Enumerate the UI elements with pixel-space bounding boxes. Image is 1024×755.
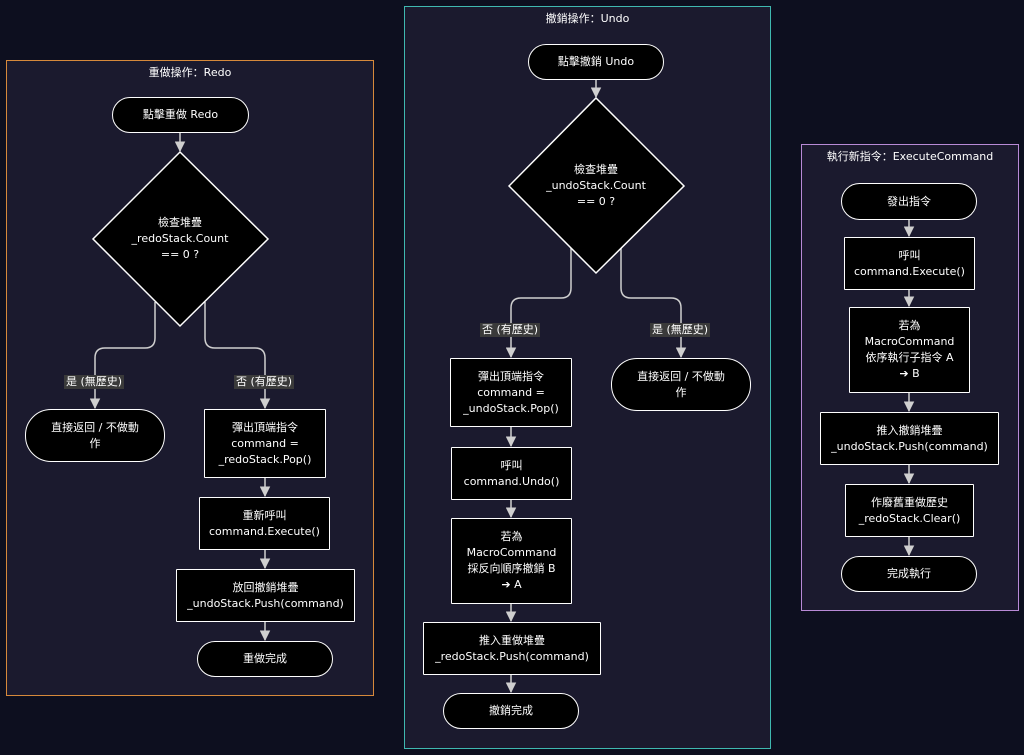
edge-redo-decision-no	[204, 302, 271, 410]
exec-call-node: 呼叫 command.Execute()	[844, 237, 975, 290]
redo-done-node: 重做完成	[197, 641, 333, 677]
redo-yes-label: 是 (無歷史)	[64, 375, 125, 389]
undo-start-node: 點擊撤銷 Undo	[528, 44, 664, 80]
undo-decision-diamond	[507, 96, 686, 275]
undo-call-node: 呼叫 command.Undo()	[451, 447, 572, 500]
exec-start-node: 發出指令	[841, 183, 977, 220]
undo-panel-title: 撤銷操作：Undo	[545, 12, 630, 25]
redo-no-label: 否 (有歷史)	[234, 375, 295, 389]
exec-push-node: 推入撤銷堆疊 _undoStack.Push(command)	[820, 412, 999, 465]
redo-decision-diamond	[91, 150, 270, 328]
exec-clear-node: 作廢舊重做歷史 _redoStack.Clear()	[845, 484, 974, 537]
undo-no-label: 否 (有歷史)	[480, 323, 541, 337]
redo-decision-label: 檢查堆疊 _redoStack.Count == 0 ?	[131, 216, 229, 261]
exec-macro-node: 若為 MacroCommand 依序執行子指令 A ➔ B	[849, 307, 970, 393]
undo-return-node: 直接返回 / 不做動 作	[611, 358, 751, 411]
undo-yes-label: 是 (無歷史)	[650, 323, 711, 337]
exec-panel-title: 執行新指令：ExecuteCommand	[826, 150, 994, 163]
redo-pop-node: 彈出頂端指令 command = _redoStack.Pop()	[204, 409, 326, 478]
undo-push-node: 推入重做堆疊 _redoStack.Push(command)	[423, 622, 601, 675]
undo-done-node: 撤銷完成	[443, 693, 579, 729]
redo-start-node: 點擊重做 Redo	[112, 97, 249, 133]
undo-pop-node: 彈出頂端指令 command = _undoStack.Pop()	[450, 358, 572, 427]
undo-macro-node: 若為 MacroCommand 採反向順序撤銷 B ➔ A	[451, 518, 572, 604]
edge-redo-decision-yes	[89, 302, 156, 410]
redo-execute-node: 重新呼叫 command.Execute()	[199, 497, 330, 550]
redo-push-node: 放回撤銷堆疊 _undoStack.Push(command)	[176, 569, 355, 622]
redo-return-node: 直接返回 / 不做動 作	[25, 409, 165, 462]
redo-panel-title: 重做操作：Redo	[148, 66, 232, 79]
undo-decision-label: 檢查堆疊 _undoStack.Count == 0 ?	[546, 163, 646, 208]
edge-undo-decision-no	[505, 248, 572, 359]
exec-done-node: 完成執行	[841, 556, 977, 592]
edge-undo-decision-yes	[620, 248, 687, 359]
